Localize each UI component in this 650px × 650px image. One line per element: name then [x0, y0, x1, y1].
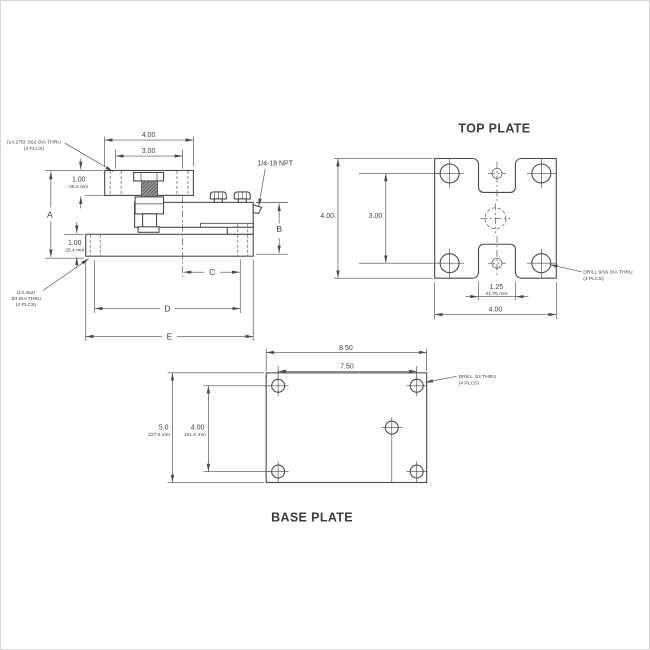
base-plate-height-label: 5.0	[159, 425, 169, 432]
top-hole-leader-line	[64, 142, 114, 172]
base-plate-hole-span-h-label: 7.50	[340, 363, 354, 370]
ext-lines-b	[256, 202, 289, 255]
top-plate-slot-features	[487, 161, 506, 276]
side-view-dimensions: 4.00 3.00 A 1.00 25.4 mm 1.00 25.4 mm B …	[7, 132, 294, 341]
cap-screw-knurl	[237, 192, 247, 199]
side-view-assembly	[85, 169, 263, 278]
base-plate-hole-span-v-label: 4.00	[191, 425, 205, 432]
hole-centermark	[406, 375, 428, 397]
slot-width-label: 1.25	[490, 284, 504, 291]
ext-lines-hole-span	[358, 173, 440, 264]
side-base-plate	[85, 233, 254, 257]
bolt-head-facets	[140, 172, 158, 181]
base-hole-callout-line3: (4 PLCS)	[16, 302, 37, 308]
top-plate-center-hole	[480, 203, 511, 234]
hole-centermark	[406, 461, 428, 483]
top-plate-thk-label: 1.00	[72, 176, 86, 183]
label-mask	[160, 303, 175, 314]
ext-lines-e	[85, 259, 254, 341]
hole-centermark	[267, 461, 289, 483]
top-plate-thk-mm-label: 25.4 mm	[69, 184, 88, 190]
base-plate-thk-mm-label: 25.4 mm	[65, 248, 84, 254]
drill-callout-line2: (4 PLCS)	[459, 380, 480, 386]
npt-label: 1/4-18 NPT	[257, 160, 293, 167]
ext-lines-slot	[478, 281, 516, 301]
loading-bolt	[133, 171, 165, 233]
dim-c-label: C	[209, 267, 215, 277]
drill-callout-leader	[425, 376, 457, 383]
ext-lines-height	[167, 372, 265, 483]
hole-centermark	[267, 375, 289, 397]
top-plate-hidden-holes	[109, 170, 189, 195]
drill-callout-line1: DRILL .53 THRU	[459, 374, 497, 380]
body-cap-screws	[209, 191, 251, 203]
base-plate-outline	[265, 372, 428, 484]
base-plate-height-mm-label: 127.0 mm	[148, 432, 170, 438]
dim-hole-span-label: 3.00	[142, 148, 156, 155]
top-plate-hole-span-label: 3.00	[369, 213, 383, 220]
base-plate-view: 8.50 7.50 5.0 127.0 mm 4.00 101.6 mm DRI…	[148, 345, 496, 524]
dim-width-label: 4.00	[142, 132, 156, 139]
base-plate-thk-label: 1.00	[68, 240, 82, 247]
base-plate-hidden-holes	[89, 234, 249, 256]
top-plate-view: TOP PLATE 4.00 3.00	[320, 122, 633, 320]
base-plate-title: BASE PLATE	[271, 510, 353, 524]
top-hole-callout-line1: (14.275) .562 DIA THRU	[7, 140, 61, 146]
label-mask	[162, 331, 177, 341]
top-plate-title: TOP PLATE	[458, 122, 530, 136]
slot-centerline	[487, 235, 506, 276]
ext-lines-hole-span-h	[277, 365, 418, 379]
cap-screw-neck	[237, 198, 247, 203]
dim-d-label: D	[164, 304, 170, 314]
dim-b-label: B	[276, 224, 282, 234]
threaded-stud	[141, 180, 158, 198]
npt-fitting	[252, 204, 263, 214]
base-plate-holes	[267, 375, 428, 483]
bolt-nut	[134, 196, 165, 215]
hole-centermark	[526, 248, 556, 278]
top-plate-height-label: 4.00	[320, 213, 334, 220]
slot-centerline	[487, 161, 506, 201]
npt-leader-line	[258, 168, 266, 207]
dim-e-label: E	[167, 331, 173, 341]
body-recess-line	[199, 222, 254, 228]
bolt-foot-washer	[137, 226, 160, 233]
ext-lines-width	[104, 136, 194, 167]
ext-lines-hole-span-v	[203, 385, 271, 472]
cap-screw-knurl	[214, 192, 223, 199]
cap-screw-neck	[213, 198, 223, 203]
base-hole-leader-line	[42, 258, 89, 291]
ext-lines-width	[434, 282, 557, 320]
center-hole-centerlines	[480, 203, 511, 234]
hole-centermark	[526, 159, 556, 188]
drill-callout-leader	[549, 264, 582, 272]
bolt-head	[133, 171, 165, 182]
base-plate-width-label: 8.50	[339, 345, 353, 352]
base-hole-callout-line1: (13.462)	[17, 290, 36, 296]
hole-centermark	[381, 417, 403, 439]
ext-lines-height	[333, 158, 433, 279]
foot-hidden-holes	[237, 224, 249, 234]
hole-centermark	[435, 248, 465, 278]
drill-callout-line2: (4 PLCS)	[583, 276, 604, 282]
slot-width-mm-label: 31.75 mm	[485, 291, 507, 297]
drill-callout-line1: DRILL 9/16 DIA THRU	[583, 270, 633, 276]
top-plate-width-label: 4.00	[489, 307, 503, 314]
hole-centermark	[435, 159, 465, 188]
base-hole-callout-line2: .53 DIA THRU	[10, 296, 42, 302]
top-hole-callout-line2: (4 PLCS)	[24, 146, 45, 152]
top-plate-corner-holes	[435, 159, 556, 278]
dim-a-label: A	[47, 209, 53, 219]
base-plate-hole-span-v-mm-label: 101.6 mm	[184, 432, 206, 438]
ext-lines-hole-span	[115, 149, 183, 169]
